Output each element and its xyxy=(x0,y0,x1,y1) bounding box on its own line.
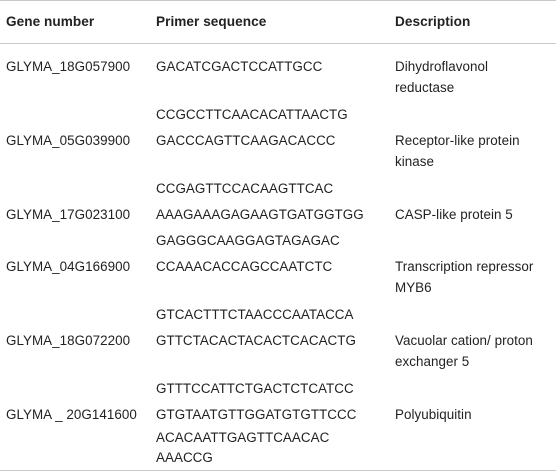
forward-primer-cell: AAAGAAAGAGAAGTGATGGTGG xyxy=(156,207,364,222)
forward-primer-cell: CCAAACACCAGCCAATCTC xyxy=(156,259,333,274)
gene-cell: GLYMA_18G072200 xyxy=(6,333,131,348)
gene-cell: GLYMA_04G166900 xyxy=(6,259,131,274)
description-line: exchanger 5 xyxy=(395,354,470,369)
gene-cell: GLYMA_05G039900 xyxy=(6,133,131,148)
forward-primer-cell: GACCCAGTTCAAGACACCC xyxy=(156,133,336,148)
description-line: reductase xyxy=(395,80,455,95)
description-line: kinase xyxy=(395,154,435,169)
header-gene-number: Gene number xyxy=(6,14,95,29)
table-top-rule xyxy=(0,0,556,1)
description-line: Polyubiquitin xyxy=(395,407,472,422)
reverse-primer-cell: GTTTCCATTCTGACTCTCATCC xyxy=(156,381,354,396)
description-line: CASP-like protein 5 xyxy=(395,207,513,222)
gene-cell: GLYMA_17G023100 xyxy=(6,207,131,222)
description-line: Vacuolar cation/ proton xyxy=(395,333,533,348)
description-line: Receptor-like protein xyxy=(395,133,520,148)
reverse-primer-line: AAACCG xyxy=(156,450,213,465)
reverse-primer-cell: CCGCCTTCAACACATTAACTG xyxy=(156,107,348,122)
forward-primer-cell: GTTCTACACTACACTCACACTG xyxy=(156,333,356,348)
description-line: Dihydroflavonol xyxy=(395,59,489,74)
reverse-primer-cell: GAGGGCAAGGAGTAGAGAC xyxy=(156,233,340,248)
header-rule xyxy=(0,43,556,44)
reverse-primer-cell: CCGAGTTCCACAAGTTCAC xyxy=(156,181,334,196)
header-description: Description xyxy=(395,14,471,29)
description-line: MYB6 xyxy=(395,280,432,295)
forward-primer-cell: GACATCGACTCCATTGCC xyxy=(156,59,323,74)
forward-primer-cell: GTGTAATGTTGGATGTGTTCCC xyxy=(156,407,357,422)
description-line: Transcription repressor xyxy=(395,259,534,274)
gene-cell: GLYMA_18G057900 xyxy=(6,59,131,74)
header-primer-sequence: Primer sequence xyxy=(156,14,267,29)
gene-cell: GLYMA _ 20G141600 xyxy=(6,407,137,422)
reverse-primer-line: ACACAATTGAGTTCAACAC xyxy=(156,430,330,445)
reverse-primer-cell: GTCACTTTCTAACCCAATACCA xyxy=(156,307,354,322)
